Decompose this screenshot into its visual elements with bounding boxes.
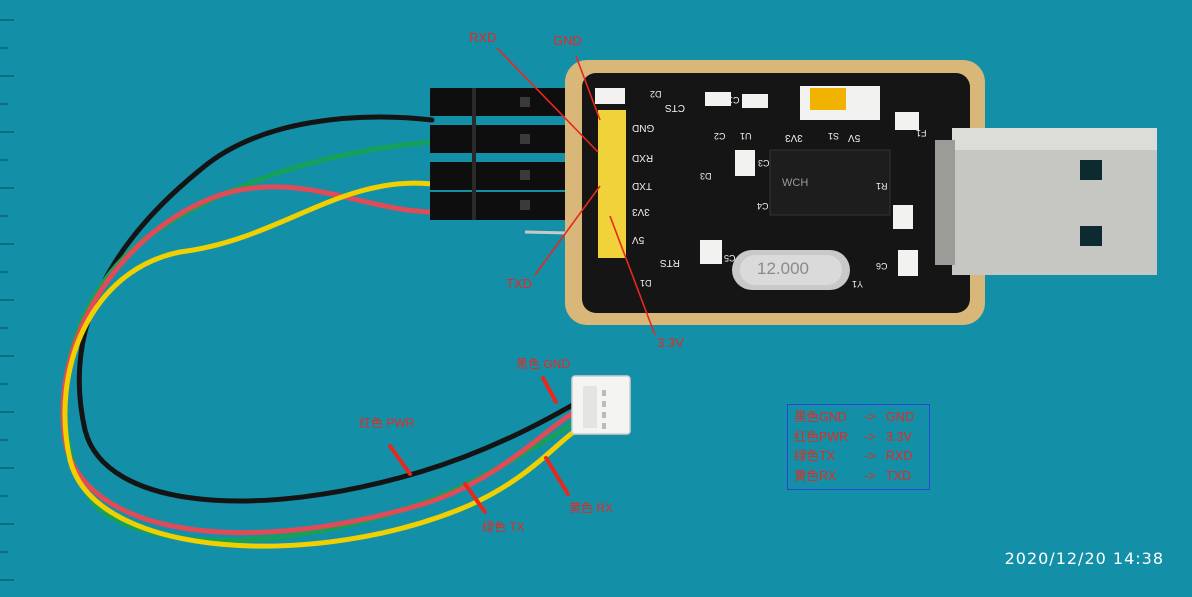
silk-5v: 5V (632, 234, 645, 245)
legend-from: 黄色RX (794, 468, 837, 483)
legend-arrow: -> (864, 429, 876, 444)
label-3v3: 3.3V (657, 335, 684, 350)
legend-row: 绿色TX -> RXD (794, 447, 923, 467)
silk-c3: C3 (758, 158, 770, 168)
legend-row: 红色PWR -> 3.3V (794, 428, 923, 448)
silk-s1: S1 (828, 131, 840, 141)
silk-y1: Y1 (852, 279, 864, 289)
silk-c4: C4 (757, 201, 769, 211)
wire-red (60, 184, 579, 535)
silk-txd: TXD (632, 180, 652, 191)
legend-row: 黄色RX -> TXD (794, 467, 923, 487)
silk-cts: CTS (665, 102, 685, 113)
legend-from: 绿色TX (794, 449, 835, 463)
legend-to: RXD (886, 449, 913, 463)
label-green-tx: 绿色 TX (482, 520, 525, 534)
silk-rxd: RXD (632, 152, 654, 163)
legend-arrow: -> (864, 449, 876, 463)
silk-gnd: GND (632, 122, 655, 133)
ruler-marks (0, 19, 14, 581)
silk-u1: U1 (740, 131, 752, 141)
silk-3v3-jumper: 3V3 (785, 132, 803, 143)
legend-to: GND (886, 410, 914, 424)
legend-arrow: -> (864, 410, 876, 424)
silk-f1: F1 (916, 128, 927, 138)
label-gnd: GND (553, 33, 582, 48)
silk-c2: C2 (714, 131, 726, 141)
legend-from: 红色PWR (794, 429, 849, 444)
annotation-arrows (496, 47, 656, 336)
dupont-connectors (430, 88, 590, 220)
label-yellow-rx: 黄色 RX (569, 501, 614, 515)
usb-ttl-board (565, 60, 985, 325)
silk-d1: D1 (640, 278, 652, 288)
usb-plug (935, 128, 1157, 275)
crystal-marking: 12.000 (757, 259, 809, 278)
label-red-pwr: 红色 PWR (359, 416, 415, 430)
photo-timestamp: 2020/12/20 14:38 (1004, 549, 1164, 568)
legend-arrow: -> (864, 468, 876, 483)
jst-connector (571, 375, 631, 435)
wire-yellow (62, 180, 577, 549)
legend-row: 黑色GND -> GND (794, 408, 923, 428)
silk-d2: D2 (650, 89, 662, 99)
wire-black (76, 114, 581, 504)
label-black-gnd: 黑色 GND (516, 357, 571, 371)
wiring-legend: 黑色GND -> GND 红色PWR -> 3.3V 绿色TX -> RXD 黄… (787, 404, 930, 490)
legend-to: TXD (886, 468, 911, 483)
legend-from: 黑色GND (794, 410, 847, 424)
legend-to: 3.3V (886, 429, 912, 444)
silk-c6: C6 (876, 261, 888, 271)
chip-marking: WCH (782, 177, 809, 189)
cable-arrows (388, 376, 570, 514)
silk-5v-jumper: 5V (848, 132, 861, 143)
silk-c1: C1 (728, 95, 740, 105)
silk-r1: R1 (876, 181, 888, 191)
silk-3v3: 3V3 (632, 206, 650, 217)
silk-c5: C5 (724, 253, 736, 263)
label-rxd: RXD (469, 30, 497, 45)
silk-d3: D3 (700, 171, 712, 181)
label-txd: TXD (506, 276, 532, 291)
silk-rts: RTS (660, 257, 680, 268)
